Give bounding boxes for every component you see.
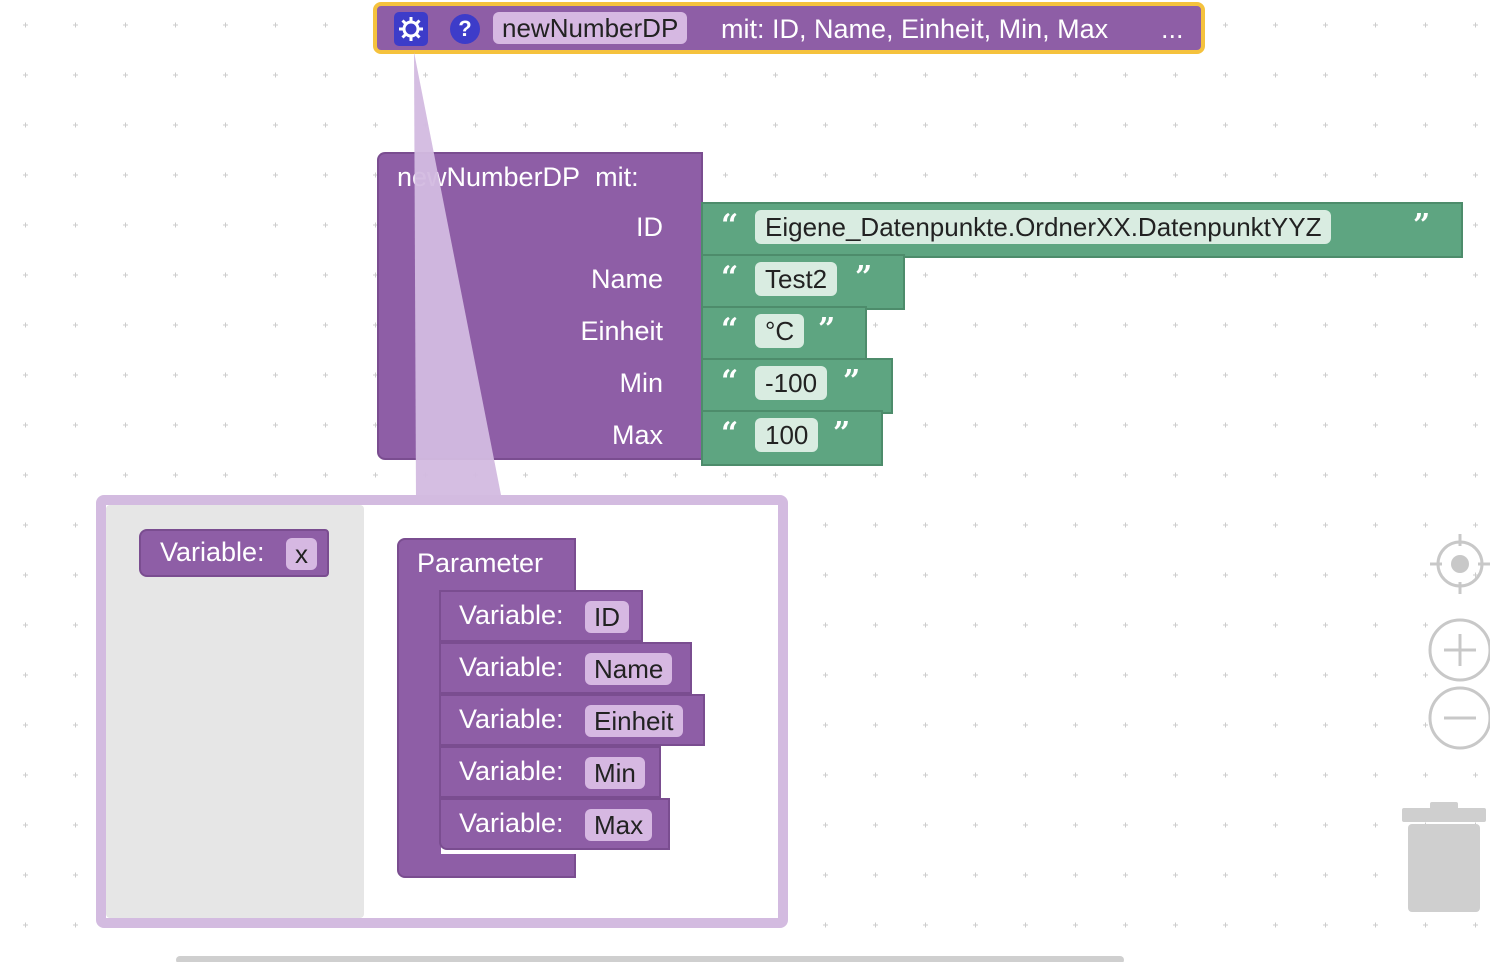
parameter-item-name[interactable]: Variable: Name [439,642,692,694]
variable-label: Variable: [459,808,564,838]
parameter-item-max[interactable]: Variable: Max [439,798,670,850]
variable-name-field[interactable]: x [286,538,317,570]
close-quote-icon: ” [843,364,861,399]
variable-label: Variable: [160,537,265,567]
parameter-item-min[interactable]: Variable: Min [439,746,661,798]
variable-label: Variable: [459,756,564,786]
variable-label: Variable: [459,600,564,630]
param-label-name: Name [590,264,663,294]
parameter-item-id[interactable]: Variable: ID [439,590,643,642]
text-block-name[interactable]: “ Test2 ” [701,254,905,310]
variable-name-field[interactable]: ID [585,601,629,633]
target-icon[interactable] [1428,532,1490,596]
open-quote-icon: “ [721,208,739,243]
parameter-item-einheit[interactable]: Variable: Einheit [439,694,705,746]
help-icon[interactable]: ? [450,14,480,44]
variable-label: Variable: [459,652,564,682]
gear-icon[interactable] [394,12,428,46]
text-field-max[interactable]: 100 [755,418,819,452]
close-quote-icon: ” [1413,208,1431,243]
flyout-variable-block[interactable]: Variable: x [139,529,329,577]
text-field-einheit[interactable]: °C [755,314,805,348]
text-field-name[interactable]: Test2 [755,262,838,296]
text-block-einheit[interactable]: “ °C ” [701,306,867,362]
horizontal-scrollbar[interactable] [176,956,1124,962]
close-quote-icon: ” [833,416,851,451]
variable-name-field[interactable]: Min [585,757,645,789]
variable-name-field[interactable]: Einheit [585,705,683,737]
parameter-label: Parameter [417,548,544,578]
close-quote-icon: ” [855,260,873,295]
variable-label: Variable: [459,704,564,734]
param-label-min: Min [619,368,663,398]
ellipsis-label: ... [1161,14,1184,44]
param-label-max: Max [611,420,663,450]
trash-icon[interactable] [1400,802,1490,914]
param-label-id: ID [636,212,663,242]
text-field-id[interactable]: Eigene_Datenpunkte.OrdnerXX.DatenpunktYY… [755,210,1332,244]
signature-label: mit: ID, Name, Einheit, Min, Max [721,14,1109,44]
procedure-name-field[interactable]: newNumberDP [493,12,688,44]
variable-name-field[interactable]: Max [585,809,653,841]
text-block-id[interactable]: “ Eigene_Datenpunkte.OrdnerXX.Datenpunkt… [701,202,1463,258]
param-label-einheit: Einheit [580,316,663,346]
open-quote-icon: “ [721,260,739,295]
close-quote-icon: ” [818,312,836,347]
open-quote-icon: “ [721,364,739,399]
open-quote-icon: “ [721,312,739,347]
minus-icon[interactable] [1428,686,1490,750]
procedure-call-block[interactable]: ? newNumberDP mit: ID, Name, Einheit, Mi… [373,2,1205,54]
text-block-min[interactable]: “ -100 ” [701,358,893,414]
text-field-min[interactable]: -100 [755,366,828,400]
mutator-bubble-pointer [414,52,502,500]
variable-name-field[interactable]: Name [585,653,673,685]
text-block-max[interactable]: “ 100 ” [701,410,883,466]
plus-icon[interactable] [1428,618,1490,682]
open-quote-icon: “ [721,416,739,451]
